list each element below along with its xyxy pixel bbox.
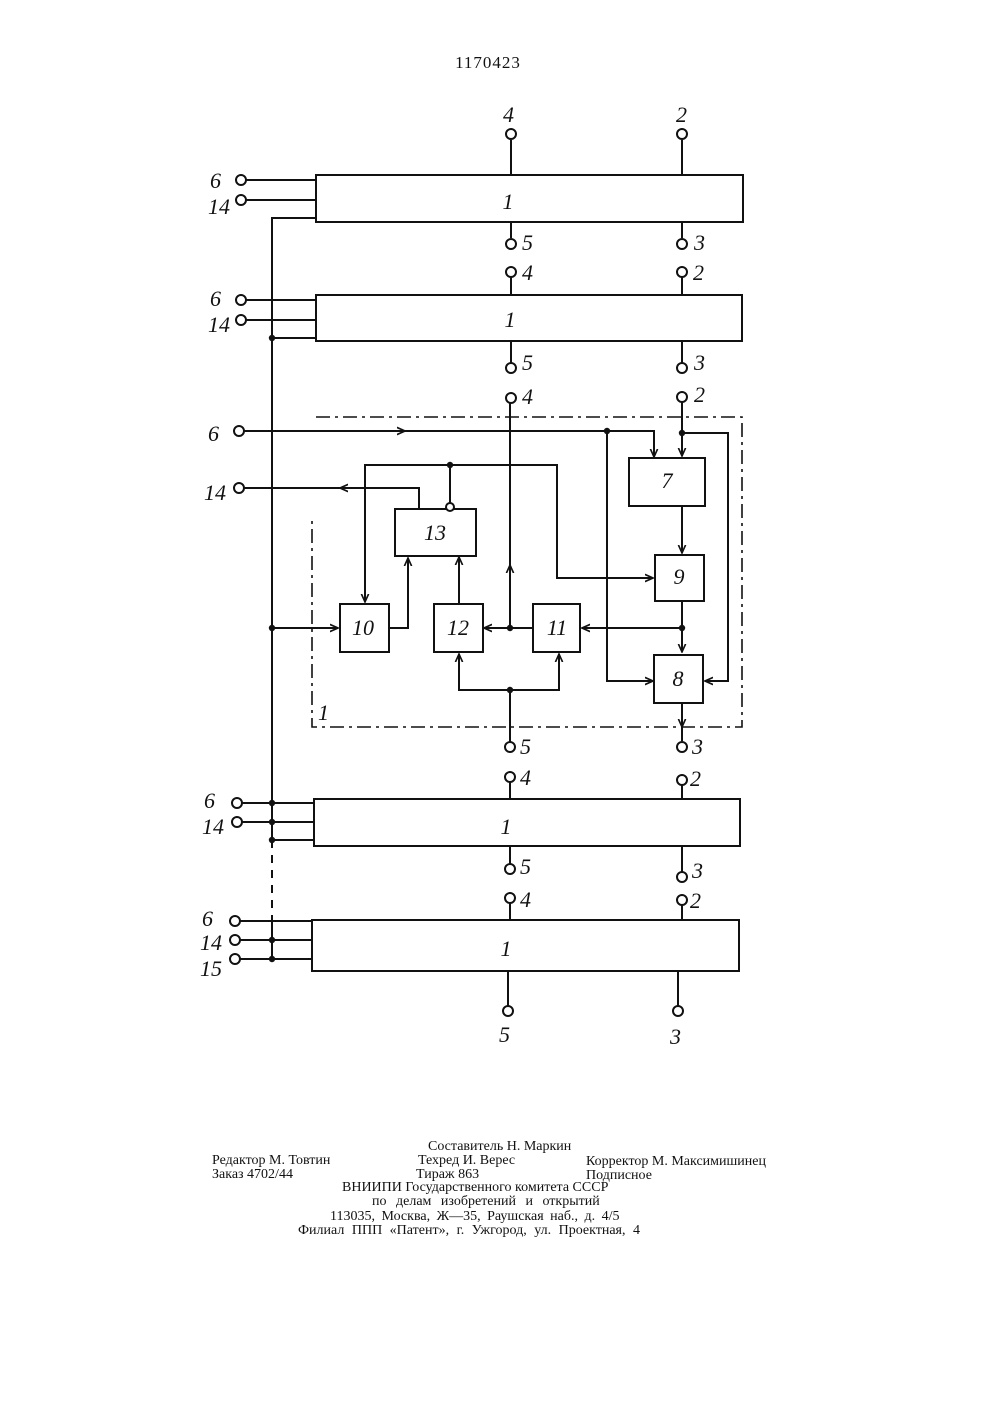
terminal-label-3: 3 (693, 350, 705, 375)
imprint-techred: Техред И. Верес (418, 1154, 515, 1168)
terminal-2 (677, 775, 687, 785)
terminal-label-bottom-5: 5 (499, 1022, 510, 1047)
terminal-4 (505, 772, 515, 782)
imprint-branch: Филиал ППП «Патент», г. Ужгород, ул. Про… (298, 1224, 640, 1238)
terminal-3 (677, 363, 687, 373)
imprint-compiler: Составитель Н. Маркин (428, 1140, 571, 1154)
terminal-4 (505, 893, 515, 903)
terminal-6 (230, 916, 240, 926)
terminal-label-4: 4 (522, 384, 533, 409)
terminal-4 (506, 267, 516, 277)
block-9-label: 9 (674, 564, 685, 589)
terminal-bottom-3 (673, 1006, 683, 1016)
block-1-stage-4 (314, 799, 740, 846)
block-13-label: 13 (424, 520, 446, 545)
terminal-label-15: 15 (200, 956, 222, 981)
terminal-14 (236, 195, 246, 205)
terminal-label-4: 4 (520, 765, 531, 790)
terminal-14 (234, 483, 244, 493)
terminal-label-14: 14 (208, 312, 230, 337)
terminal-14 (230, 935, 240, 945)
block-1-outline-label: 1 (318, 700, 329, 725)
terminal-label-bottom-3: 3 (669, 1024, 681, 1049)
terminal-6 (236, 175, 246, 185)
terminal-label-14: 14 (208, 194, 230, 219)
terminal-label-14: 14 (200, 930, 222, 955)
terminal-label-5: 5 (520, 854, 531, 879)
terminal-label-5: 5 (522, 350, 533, 375)
terminal-5 (506, 239, 516, 249)
terminal-label-3: 3 (691, 734, 703, 759)
terminal-5 (505, 742, 515, 752)
terminal-label-6: 6 (208, 421, 219, 446)
block-12-label: 12 (447, 615, 469, 640)
terminal-14 (232, 817, 242, 827)
terminal-3 (677, 239, 687, 249)
terminal-label-3: 3 (691, 858, 703, 883)
terminal-5 (506, 363, 516, 373)
terminal-3 (677, 742, 687, 752)
terminal-label-5: 5 (520, 734, 531, 759)
terminal-label-6: 6 (204, 788, 215, 813)
terminal-6 (234, 426, 244, 436)
terminal-2 (677, 392, 687, 402)
inverted-output (446, 503, 454, 511)
block-7-label: 7 (662, 468, 674, 493)
block-8-label: 8 (673, 666, 684, 691)
terminal-label-2: 2 (690, 766, 701, 791)
block-11-label: 11 (547, 615, 567, 640)
terminal-label-top-2: 2 (676, 102, 687, 127)
terminal-14 (236, 315, 246, 325)
patent-number: 1170423 (455, 53, 521, 72)
terminal-label-top-4: 4 (503, 102, 514, 127)
terminal-label-2: 2 (694, 382, 705, 407)
block-1-stage-2 (316, 295, 742, 341)
terminal-label-2: 2 (693, 260, 704, 285)
terminal-label-6: 6 (210, 286, 221, 311)
block-10-label: 10 (352, 615, 374, 640)
terminal-label-3: 3 (693, 230, 705, 255)
block-1-stage-5 (312, 920, 739, 971)
terminal-15 (230, 954, 240, 964)
imprint-address: 113035, Москва, Ж—35, Раушская наб., д. … (330, 1210, 620, 1224)
block-1-label: 1 (501, 814, 512, 839)
block-1-stage-1 (316, 175, 743, 222)
block-1-label: 1 (503, 189, 514, 214)
terminal-3 (677, 872, 687, 882)
imprint-order: Заказ 4702/44 (212, 1168, 293, 1182)
terminal-6 (232, 798, 242, 808)
block-1-label: 1 (505, 307, 516, 332)
terminal-label-2: 2 (690, 888, 701, 913)
terminal-6 (236, 295, 246, 305)
terminal-4 (506, 393, 516, 403)
terminal-label-14: 14 (202, 814, 224, 839)
terminal-label-6: 6 (202, 906, 213, 931)
terminal-2 (677, 267, 687, 277)
imprint-editor: Редактор М. Товтин (212, 1154, 330, 1168)
imprint-org-sub: по делам изобретений и открытий (372, 1195, 600, 1209)
terminal-bottom-5 (503, 1006, 513, 1016)
terminal-label-4: 4 (520, 887, 531, 912)
terminal-label-5: 5 (522, 230, 533, 255)
terminal-label-14: 14 (204, 480, 226, 505)
imprint-org: ВНИИПИ Государственного комитета СССР (342, 1181, 608, 1195)
terminal-top-4 (506, 129, 516, 139)
terminal-label-6: 6 (210, 168, 221, 193)
imprint-block: Составитель Н. Маркин Редактор М. Товтин… (0, 1130, 1000, 1250)
imprint-corrector: Корректор М. Максимишинец (586, 1155, 766, 1169)
terminal-5 (505, 864, 515, 874)
terminal-label-4: 4 (522, 260, 533, 285)
block-1-label: 1 (501, 936, 512, 961)
terminal-top-2 (677, 129, 687, 139)
terminal-2 (677, 895, 687, 905)
